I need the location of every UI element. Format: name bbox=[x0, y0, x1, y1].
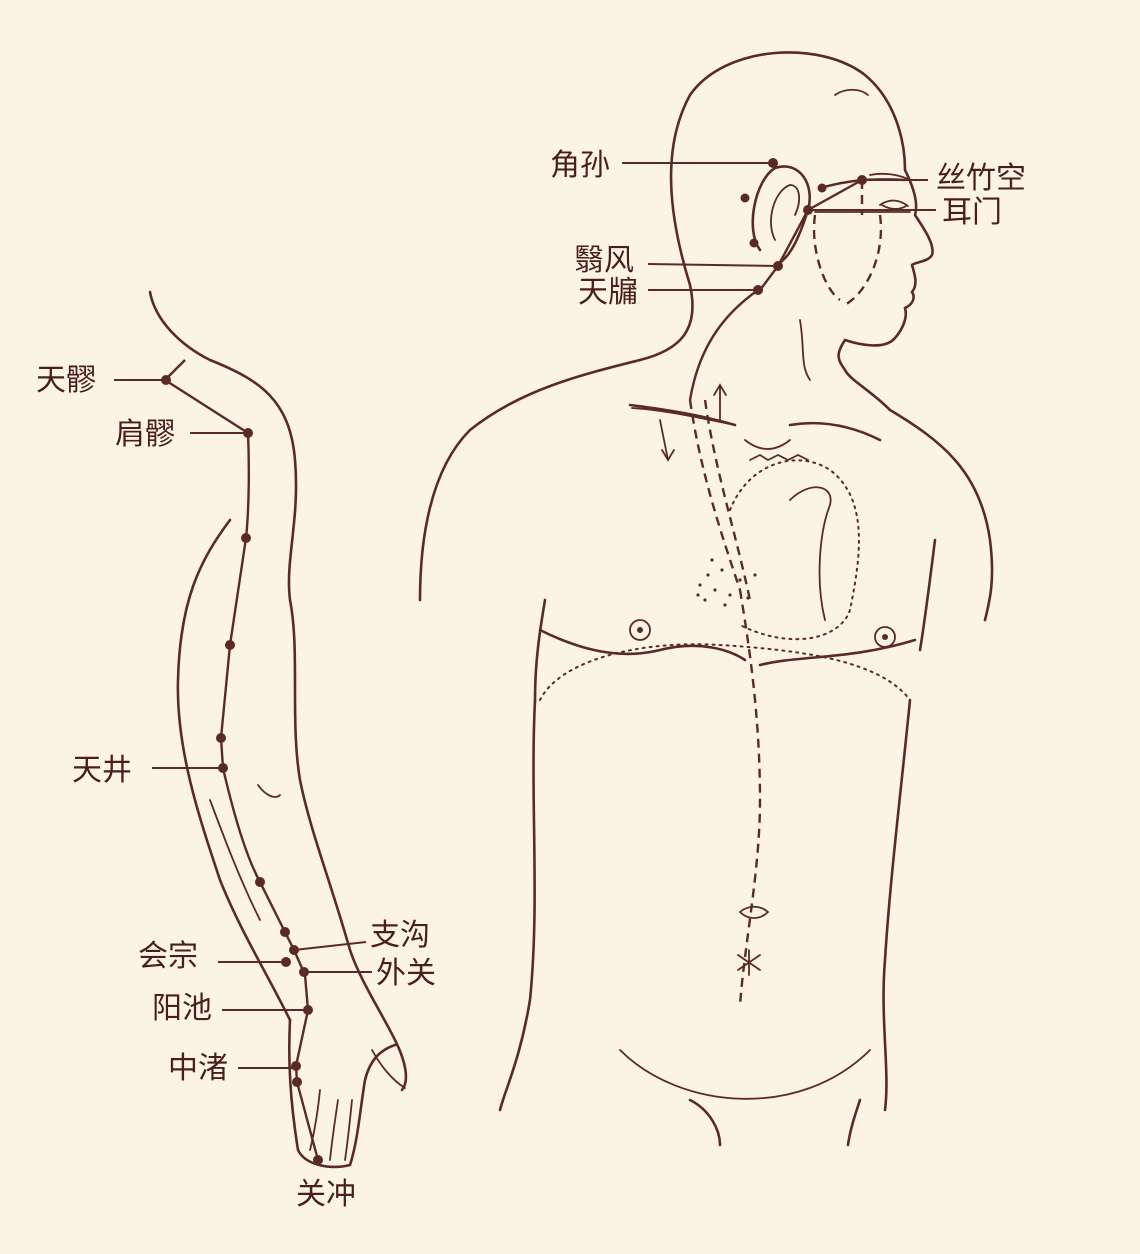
arm-meridian bbox=[161, 359, 323, 1165]
eye bbox=[879, 199, 909, 210]
arrow-up-right bbox=[713, 383, 727, 421]
internal-branch-1 bbox=[688, 399, 742, 591]
label-waiguan: 外关 bbox=[376, 956, 436, 991]
ear bbox=[751, 165, 811, 267]
pec-right bbox=[758, 638, 917, 667]
label-guanchong: 关冲 bbox=[296, 1177, 356, 1212]
label-tianyou: 天牖 bbox=[578, 275, 638, 310]
point-arm-6 bbox=[292, 1077, 302, 1087]
label-sizhukong: 丝竹空 bbox=[936, 161, 1026, 196]
right-shoulder bbox=[888, 408, 994, 622]
nipple-right-dot bbox=[882, 634, 888, 640]
arm-top-curve bbox=[148, 290, 408, 1092]
heart-outline bbox=[729, 459, 860, 641]
neck-muscle bbox=[799, 319, 811, 381]
torso-figure bbox=[418, 51, 994, 1147]
torso-left-side bbox=[498, 698, 537, 1112]
trachea-notches bbox=[749, 453, 809, 462]
label-huizong: 会宗 bbox=[138, 939, 198, 974]
nipple-left bbox=[629, 619, 651, 641]
aorta bbox=[789, 486, 832, 621]
left-arm-edge bbox=[533, 598, 547, 702]
sternal-notch bbox=[744, 439, 791, 450]
point-ear-1 bbox=[740, 193, 750, 203]
ear-inner bbox=[770, 184, 801, 241]
leader-lines bbox=[114, 162, 936, 1069]
head-meridian-line bbox=[759, 178, 906, 291]
nipple-right bbox=[874, 626, 896, 648]
label-ermen: 耳门 bbox=[942, 195, 1002, 230]
point-arm-5 bbox=[280, 927, 290, 937]
torso-meridian bbox=[631, 158, 906, 1006]
navel bbox=[739, 905, 770, 919]
labels: 角孙 丝竹空 耳门 翳风 天牖 天髎 肩髎 天井 支沟 会宗 外关 阳池 中渚 … bbox=[36, 148, 1026, 1212]
point-arm-3 bbox=[216, 733, 226, 743]
neck-right bbox=[843, 368, 892, 412]
collarbone-right bbox=[788, 421, 882, 442]
hand-outline bbox=[287, 1018, 397, 1169]
brow-line bbox=[869, 172, 911, 181]
point-arm-1 bbox=[241, 533, 251, 543]
pericardium-stipple bbox=[696, 558, 757, 607]
label-tianjing: 天井 bbox=[72, 753, 132, 788]
label-yangchi: 阳池 bbox=[152, 991, 212, 1026]
face-dashed-2 bbox=[844, 180, 883, 307]
navel-star bbox=[737, 949, 761, 976]
internal-main bbox=[738, 589, 762, 1006]
point-arm-4 bbox=[255, 877, 265, 887]
forearm-muscle bbox=[209, 799, 261, 921]
left-shoulder bbox=[418, 358, 642, 602]
point-ear-2 bbox=[749, 238, 759, 248]
torso-right-side bbox=[882, 698, 912, 1112]
point-guanchong bbox=[313, 1155, 323, 1165]
head-outline bbox=[669, 51, 934, 372]
arm-inner-edge bbox=[176, 518, 292, 1022]
nipple-left-dot bbox=[637, 627, 643, 633]
label-zhongzhu: 中渚 bbox=[168, 1051, 228, 1086]
arrow-down-left bbox=[659, 419, 675, 462]
neck-left bbox=[638, 283, 694, 362]
point-arm-2 bbox=[225, 640, 235, 650]
label-jiaosun: 角孙 bbox=[550, 148, 610, 183]
label-zhigou: 支沟 bbox=[370, 918, 430, 953]
point-zhongzhu bbox=[291, 1061, 301, 1071]
groin-right bbox=[846, 1098, 862, 1147]
point-ear-3 bbox=[817, 183, 827, 193]
belly-curve bbox=[619, 1049, 871, 1100]
arrow-across bbox=[631, 407, 736, 426]
elbow-crease bbox=[257, 784, 281, 798]
thumb bbox=[371, 1049, 406, 1089]
internal-branch-2 bbox=[703, 399, 752, 601]
pec-left bbox=[538, 628, 747, 662]
forehead-line bbox=[834, 88, 869, 96]
label-yifeng: 翳风 bbox=[574, 243, 634, 278]
right-arm-edge bbox=[918, 538, 937, 652]
fingers bbox=[309, 1089, 353, 1161]
face-dashed-1 bbox=[812, 214, 841, 301]
neck-meridian-line bbox=[688, 289, 759, 401]
label-tianliao: 天髎 bbox=[36, 363, 96, 398]
diaphragm bbox=[539, 643, 911, 701]
arm-figure bbox=[148, 290, 408, 1169]
label-jianliao: 肩髎 bbox=[115, 417, 175, 452]
groin-left bbox=[688, 1098, 722, 1147]
